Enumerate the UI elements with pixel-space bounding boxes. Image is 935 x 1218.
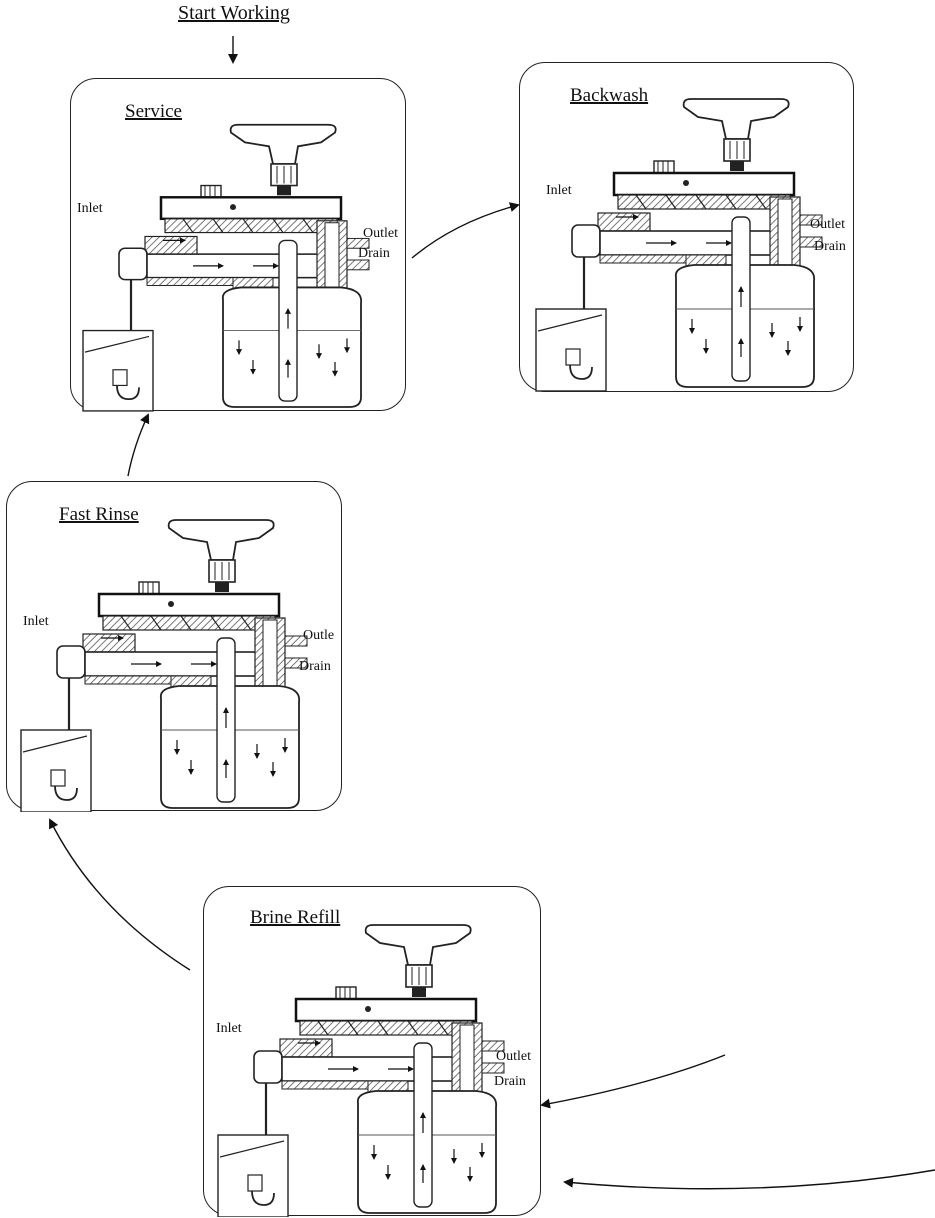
brine-refill-valve-illustration — [204, 887, 542, 1217]
service-inlet-label: Inlet — [77, 201, 103, 216]
start-working-label: Start Working — [178, 2, 290, 24]
backwash-panel: Backwash Inlet Outlet Drain — [519, 62, 854, 392]
brine-to-fastrinse-arrow — [49, 818, 191, 971]
incoming-arrow-lower — [563, 1169, 935, 1190]
brine-refill-drain-label: Drain — [494, 1074, 526, 1089]
brine-refill-outlet-label: Outlet — [496, 1049, 531, 1064]
incoming-arrow-upper — [540, 1054, 726, 1109]
brine-refill-inlet-label: Inlet — [216, 1021, 242, 1036]
fast-rinse-drain-label: Drain — [299, 659, 331, 674]
brine-refill-title: Brine Refill — [250, 907, 341, 928]
service-drain-label: Drain — [358, 246, 390, 261]
fast-rinse-panel: Fast Rinse Inlet Outle Drain — [6, 481, 342, 811]
backwash-valve-illustration — [520, 63, 855, 393]
fast-rinse-valve-illustration — [7, 482, 343, 812]
fast-rinse-inlet-label: Inlet — [23, 614, 49, 629]
service-panel: Service Inlet Outlet Drain — [70, 78, 406, 411]
fastrinse-to-service-arrow — [127, 413, 150, 477]
fast-rinse-outlet-label: Outle — [303, 628, 335, 643]
backwash-title: Backwash — [570, 85, 649, 106]
fast-rinse-title: Fast Rinse — [59, 504, 139, 525]
service-title: Service — [125, 101, 182, 122]
backwash-outlet-label: Outlet — [810, 217, 845, 232]
backwash-inlet-label: Inlet — [546, 183, 572, 198]
service-to-backwash-arrow — [411, 202, 520, 259]
service-valve-illustration — [71, 79, 407, 412]
service-outlet-label: Outlet — [363, 226, 398, 241]
brine-refill-panel: Brine Refill Inlet Outlet Drain — [203, 886, 541, 1216]
backwash-drain-label: Drain — [814, 239, 846, 254]
